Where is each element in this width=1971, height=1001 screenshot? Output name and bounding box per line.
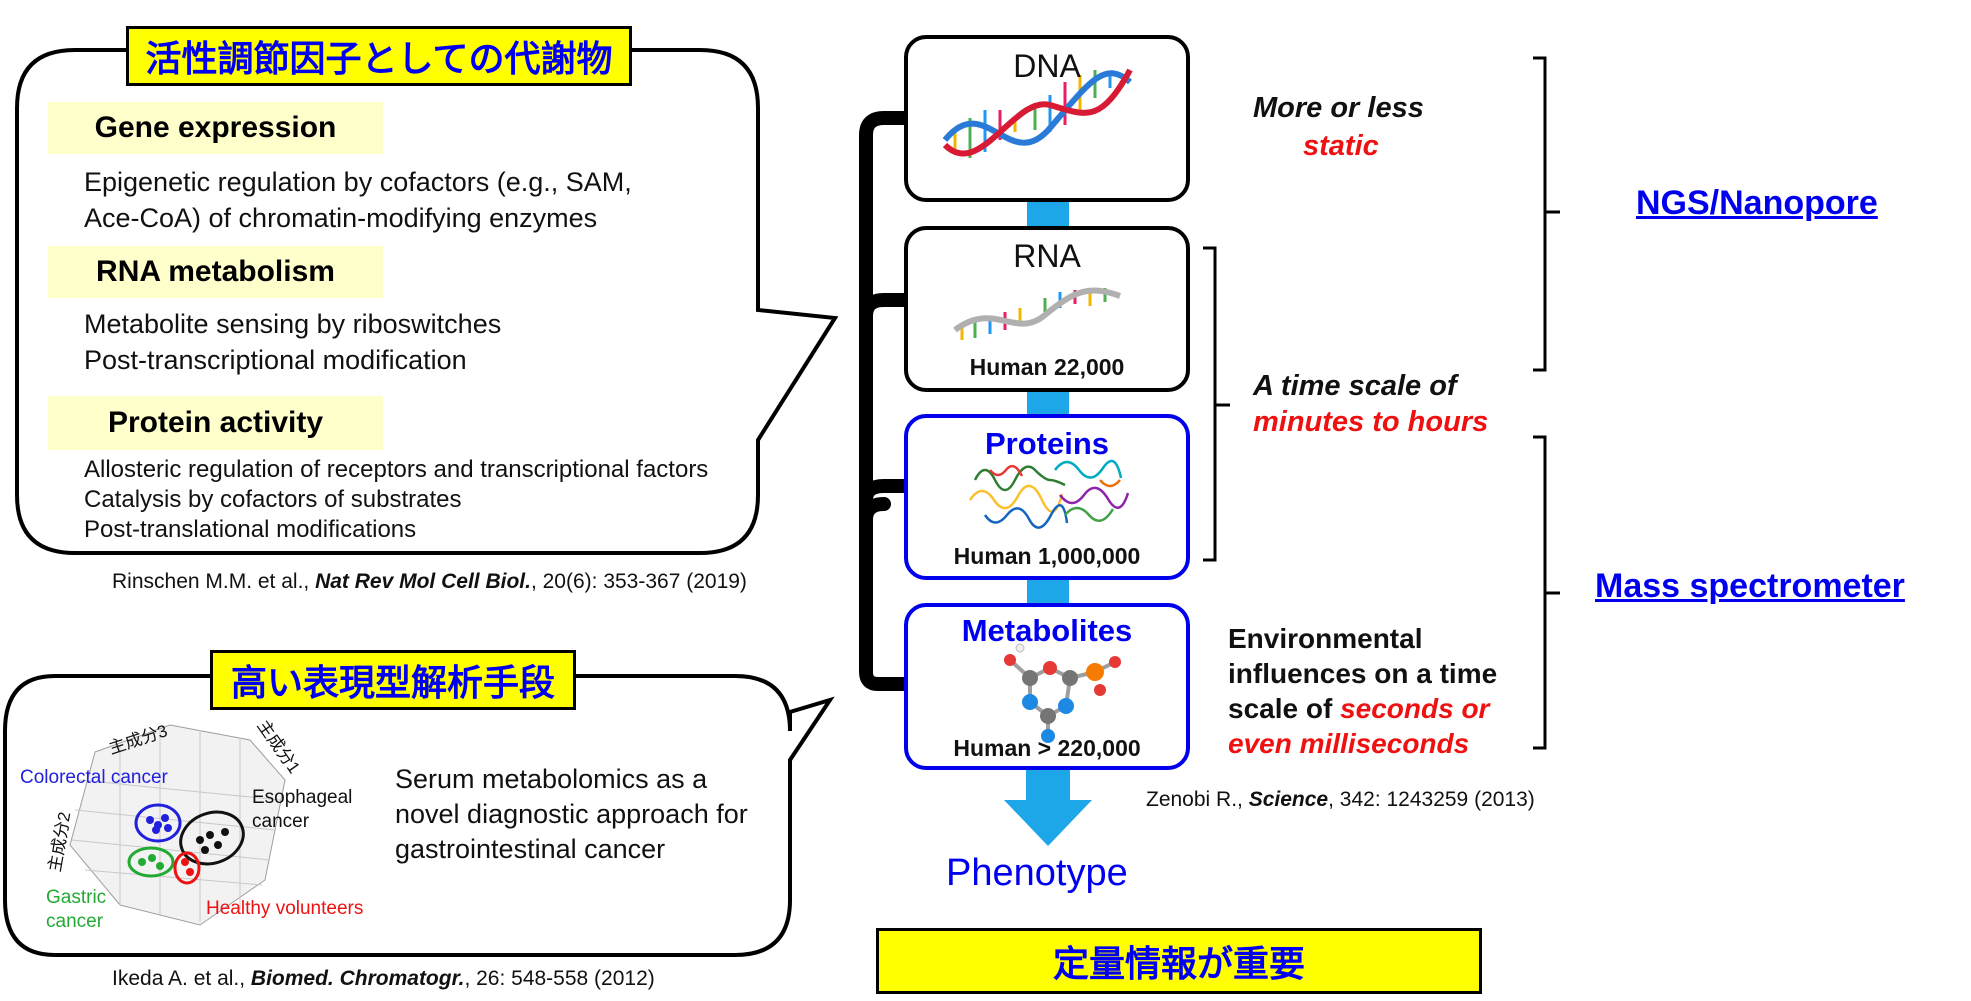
protein-structure-image — [968, 459, 1130, 529]
rna-metabolism-text: Metabolite sensing by riboswitches Post-… — [84, 306, 501, 378]
section-heading-protein-activity: Protein activity — [48, 396, 383, 450]
pca-description-line: gastrointestinal cancer — [395, 834, 666, 864]
colorectal-cluster — [134, 803, 182, 843]
dna-helix-image — [942, 68, 1133, 158]
gene-expression-line: Epigenetic regulation by cofactors (e.g.… — [84, 167, 632, 197]
ref-authors: Zenobi R., — [1146, 788, 1249, 811]
metabolite-molecule-image — [1004, 643, 1121, 743]
pca-description-line: Serum metabolomics as a — [395, 764, 708, 794]
protein-activity-line: Post-translational modifications — [84, 516, 417, 543]
env-line: influences on a time — [1228, 658, 1498, 689]
note-dna-line2: static — [1303, 130, 1379, 162]
rna-metabolism-line: Post-transcriptional modification — [84, 345, 467, 375]
phenotype-label: Phenotype — [946, 852, 1128, 894]
gastric-line: cancer — [46, 911, 104, 932]
env-emphasis: seconds or — [1340, 693, 1490, 724]
brackets — [1203, 56, 1560, 750]
rna-strand-image — [953, 287, 1122, 340]
protein-activity-line: Allosteric regulation of receptors and t… — [84, 456, 709, 483]
bracket-dna-rna — [1533, 56, 1560, 372]
gastric-line: Gastric — [46, 887, 107, 908]
ref-journal: Nat Rev Mol Cell Biol. — [315, 570, 531, 593]
gastric-cancer-label: Gastric cancer — [46, 886, 106, 934]
metabolite-human-count: Human > 220,000 — [953, 735, 1141, 761]
esophageal-cancer-label: Esophageal cancer — [252, 786, 352, 834]
protein-activity-text: Allosteric regulation of receptors and t… — [84, 455, 708, 545]
connector-rna-protein — [1027, 388, 1069, 418]
healthy-cluster — [173, 851, 201, 885]
pca-description-line: novel diagnostic approach for — [395, 799, 748, 829]
env-text: scale of — [1228, 693, 1341, 724]
protein-human-count: Human 1,000,000 — [953, 543, 1141, 569]
protein-box — [904, 414, 1190, 580]
dna-box-title: DNA — [1013, 48, 1081, 84]
connector-dna-rna — [1027, 200, 1069, 230]
note-time-line1: A time scale of — [1253, 370, 1457, 402]
gene-expression-text: Epigenetic regulation by cofactors (e.g.… — [84, 164, 632, 236]
ref-details: , 20(6): 353-367 (2019) — [530, 570, 747, 593]
mass-spectrometer-link[interactable]: Mass spectrometer — [1595, 567, 1905, 605]
env-line: even milliseconds — [1228, 728, 1470, 759]
reference-rinschen: Rinschen M.M. et al., Nat Rev Mol Cell B… — [112, 570, 747, 594]
section-heading-rna-metabolism: RNA metabolism — [48, 246, 383, 298]
phenotype-arrow — [1004, 764, 1092, 846]
ref-authors: Rinschen M.M. et al., — [112, 570, 316, 593]
gastric-cluster — [127, 846, 175, 878]
healthy-volunteers-label: Healthy volunteers — [206, 898, 364, 919]
ref-journal: Biomed. Chromatogr. — [250, 967, 465, 990]
env-line: scale of seconds or — [1228, 691, 1497, 726]
pca-description: Serum metabolomics as a novel diagnostic… — [395, 762, 748, 867]
esophageal-line: Esophageal — [252, 787, 353, 808]
ngs-nanopore-link[interactable]: NGS/Nanopore — [1636, 184, 1878, 222]
reference-ikeda: Ikeda A. et al., Biomed. Chromatogr., 26… — [112, 967, 655, 991]
esophageal-line: cancer — [252, 811, 310, 832]
dna-box — [904, 35, 1190, 202]
ref-details: , 26: 548-558 (2012) — [464, 967, 655, 990]
protein-box-title: Proteins — [984, 426, 1110, 461]
rna-human-count: Human 22,000 — [969, 354, 1125, 380]
section-heading-gene-expression: Gene expression — [48, 102, 383, 154]
note-environmental: Environmental influences on a time scale… — [1228, 621, 1497, 761]
protein-activity-line: Catalysis by cofactors of substrates — [84, 486, 462, 513]
feedback-arrows — [859, 111, 919, 691]
ref-journal: Science — [1248, 788, 1329, 811]
colorectal-cancer-label: Colorectal cancer — [20, 767, 168, 788]
rna-box-title: RNA — [1013, 238, 1081, 274]
ref-authors: Ikeda A. et al., — [112, 967, 251, 990]
env-line: Environmental — [1228, 623, 1423, 654]
gene-expression-line: Ace-CoA) of chromatin-modifying enzymes — [84, 203, 598, 233]
bottom-title-banner: 高い表現型解析手段 — [210, 650, 576, 710]
bracket-protein-metabolite — [1533, 435, 1560, 750]
metabolite-box-title: Metabolites — [961, 613, 1133, 648]
pca-3d-plot — [69, 724, 286, 926]
reference-zenobi: Zenobi R., Science, 342: 1243259 (2013) — [1146, 788, 1535, 812]
rna-metabolism-line: Metabolite sensing by riboswitches — [84, 309, 502, 339]
rna-box — [904, 226, 1190, 392]
top-title-banner: 活性調節因子としての代謝物 — [126, 26, 632, 86]
esophageal-cluster — [179, 810, 245, 866]
note-time-line2: minutes to hours — [1253, 406, 1489, 438]
ref-details: , 342: 1243259 (2013) — [1328, 788, 1535, 811]
bracket-rna-protein — [1203, 246, 1230, 562]
note-dna-line1: More or less — [1253, 92, 1424, 124]
metabolite-box — [904, 603, 1190, 770]
quant-banner: 定量情報が重要 — [876, 928, 1482, 994]
